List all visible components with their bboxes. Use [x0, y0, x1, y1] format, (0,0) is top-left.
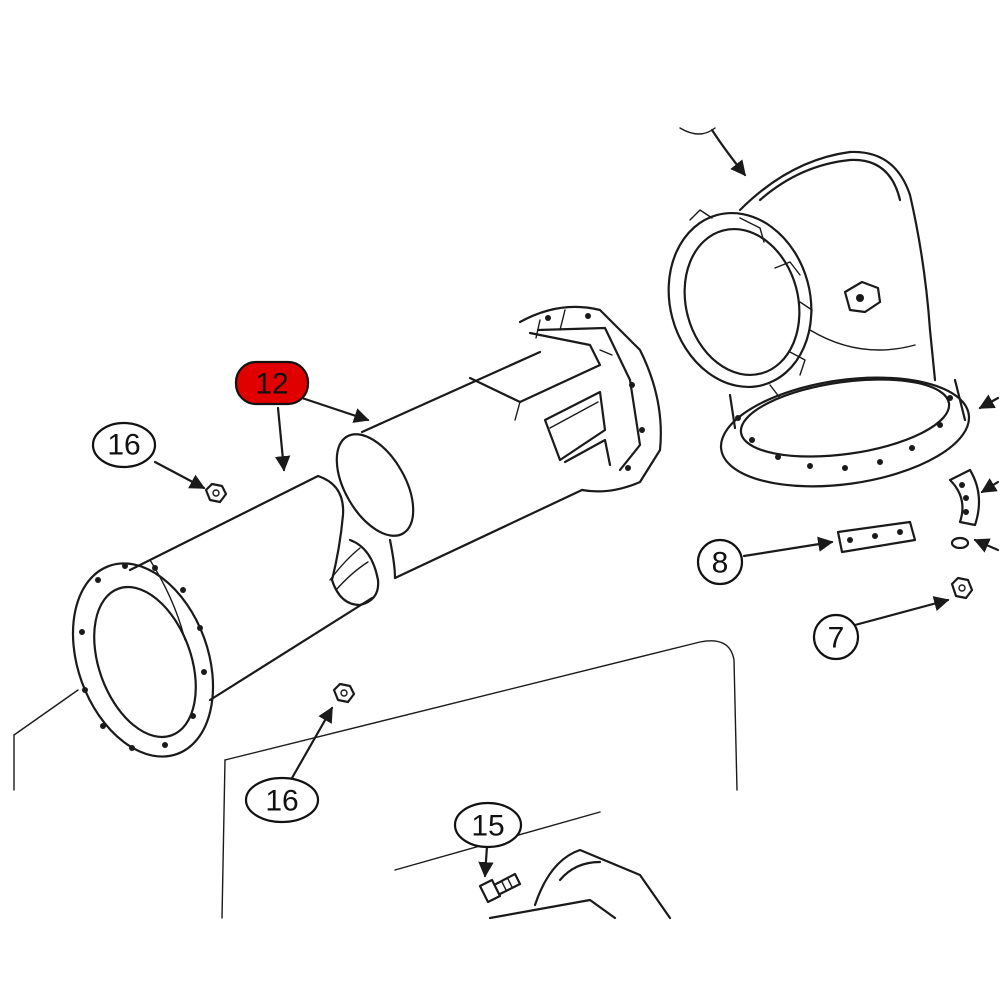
hex-nut-16-upper	[204, 482, 228, 504]
callout-16-lower-ring	[244, 776, 320, 824]
base-flange-bolt-holes	[735, 395, 953, 471]
outer-tube-with-flange	[71, 474, 380, 758]
callout-12-label: 12	[255, 368, 288, 401]
inner-tube	[335, 305, 662, 580]
callout-8-ring	[696, 538, 744, 586]
callout-8-label: 8	[712, 547, 729, 580]
hex-nut-7	[950, 576, 974, 600]
callout-16-upper-label: 16	[107, 429, 140, 462]
callout-7[interactable]: 7	[812, 613, 860, 661]
strip-plate-8	[836, 520, 917, 554]
leader-16-lower	[290, 706, 334, 780]
callout-16-upper[interactable]: 16	[91, 421, 157, 469]
leader-7	[853, 596, 950, 627]
hex-nut-16-lower	[332, 682, 356, 704]
bottom-partial-component	[488, 848, 672, 920]
bolt-15	[478, 872, 522, 904]
leader-8	[742, 536, 834, 558]
curved-clamp-plate	[948, 468, 981, 527]
callout-8[interactable]: 8	[696, 538, 744, 586]
callout-15[interactable]: 15	[453, 801, 523, 849]
callout-16-upper-ring	[91, 421, 157, 469]
housing-outline	[13, 640, 738, 919]
edge-arrow-3	[973, 538, 1000, 553]
callout-16-lower[interactable]: 16	[244, 776, 320, 824]
callout-12[interactable]: 12	[234, 360, 310, 406]
callout-12-highlight	[234, 360, 310, 406]
leader-12-outer	[275, 406, 291, 472]
leader-12-inner	[300, 396, 370, 423]
callout-7-ring	[812, 613, 860, 661]
washer	[950, 536, 970, 550]
callout-15-label: 15	[471, 810, 504, 843]
leader-16-upper	[153, 460, 206, 490]
leader-15	[478, 844, 494, 878]
callout-7-label: 7	[828, 622, 845, 655]
edge-arrow-2	[980, 478, 1000, 494]
elbow-pipe	[667, 150, 971, 488]
edge-arrow-1	[978, 394, 1000, 410]
elbow-pointer-arrow	[710, 128, 747, 177]
callout-16-lower-label: 16	[265, 785, 298, 818]
flange-bolt-holes	[79, 563, 207, 751]
callout-15-ring	[453, 801, 523, 849]
elbow-pointer-tail	[679, 127, 716, 135]
